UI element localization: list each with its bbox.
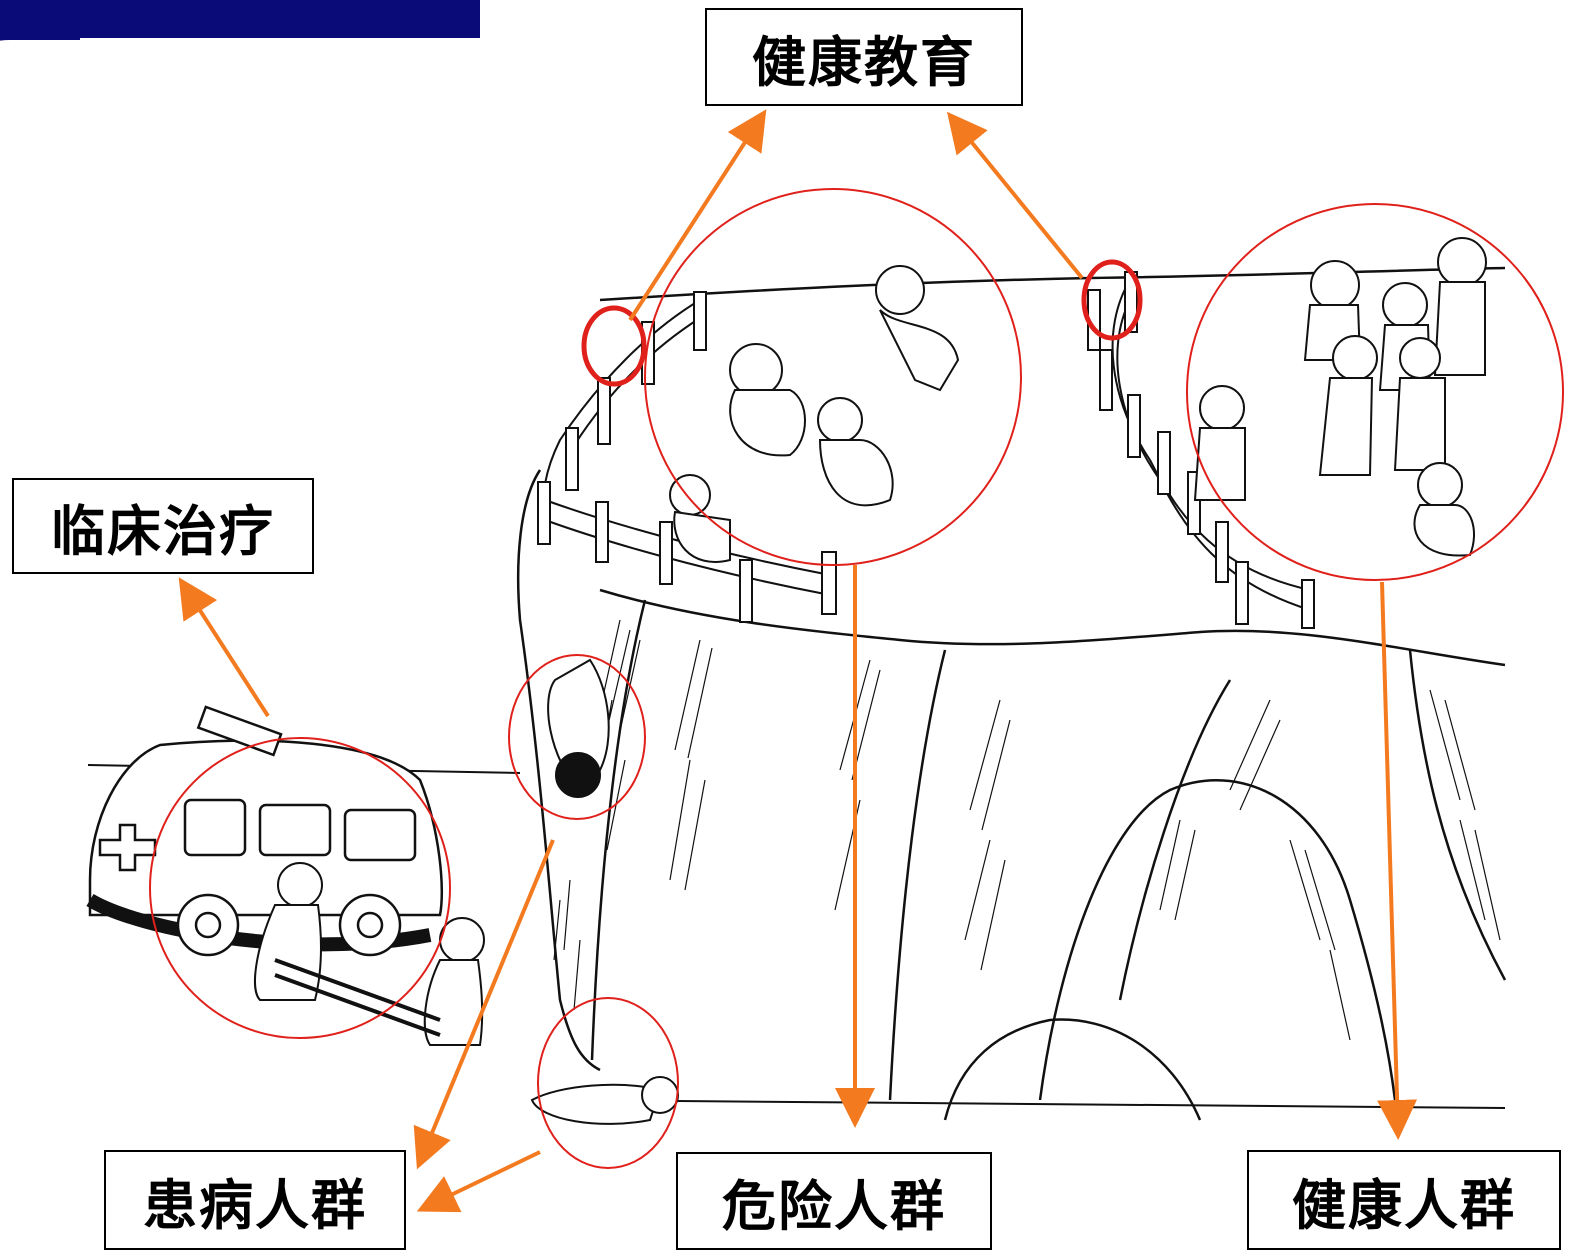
circle-ambulance (149, 737, 451, 1039)
slide-header-bar (0, 0, 480, 38)
label-risk-population: 危险人群 (676, 1152, 992, 1250)
circle-risk-children (644, 188, 1022, 566)
arrow-ambulance-to-clinical (178, 577, 270, 718)
cliff-hatching (553, 619, 1501, 1041)
circle-falling (508, 654, 646, 820)
circle-left-fence-gap (581, 305, 647, 387)
fallen-person (530, 1076, 679, 1125)
paramedics (254, 862, 485, 1046)
label-healthy-population: 健康人群 (1247, 1150, 1561, 1250)
highlight-circles (149, 188, 1564, 1169)
label-health-education: 健康教育 (705, 8, 1023, 106)
children-healthy-group (1193, 237, 1487, 557)
label-clinical-treatment: 临床治疗 (12, 478, 314, 574)
falling-person (547, 658, 610, 798)
arrow-healthy-down (1377, 581, 1418, 1140)
circle-fallen (537, 997, 679, 1169)
arrow-falling-to-sick (413, 839, 555, 1170)
children-risk-group (669, 265, 960, 563)
arrow-left-fence-to-education (628, 109, 767, 322)
arrow-fallen-to-sick (416, 1150, 541, 1213)
arrows (178, 109, 1418, 1213)
circle-healthy-children (1186, 203, 1564, 581)
right-fence (1087, 271, 1315, 629)
label-sick-population: 患病人群 (104, 1150, 406, 1250)
ambulance (86, 705, 444, 957)
slide-header-curve (0, 30, 80, 130)
arrow-right-fence-to-education (946, 111, 1084, 280)
circle-right-fence-gap (1081, 259, 1143, 341)
